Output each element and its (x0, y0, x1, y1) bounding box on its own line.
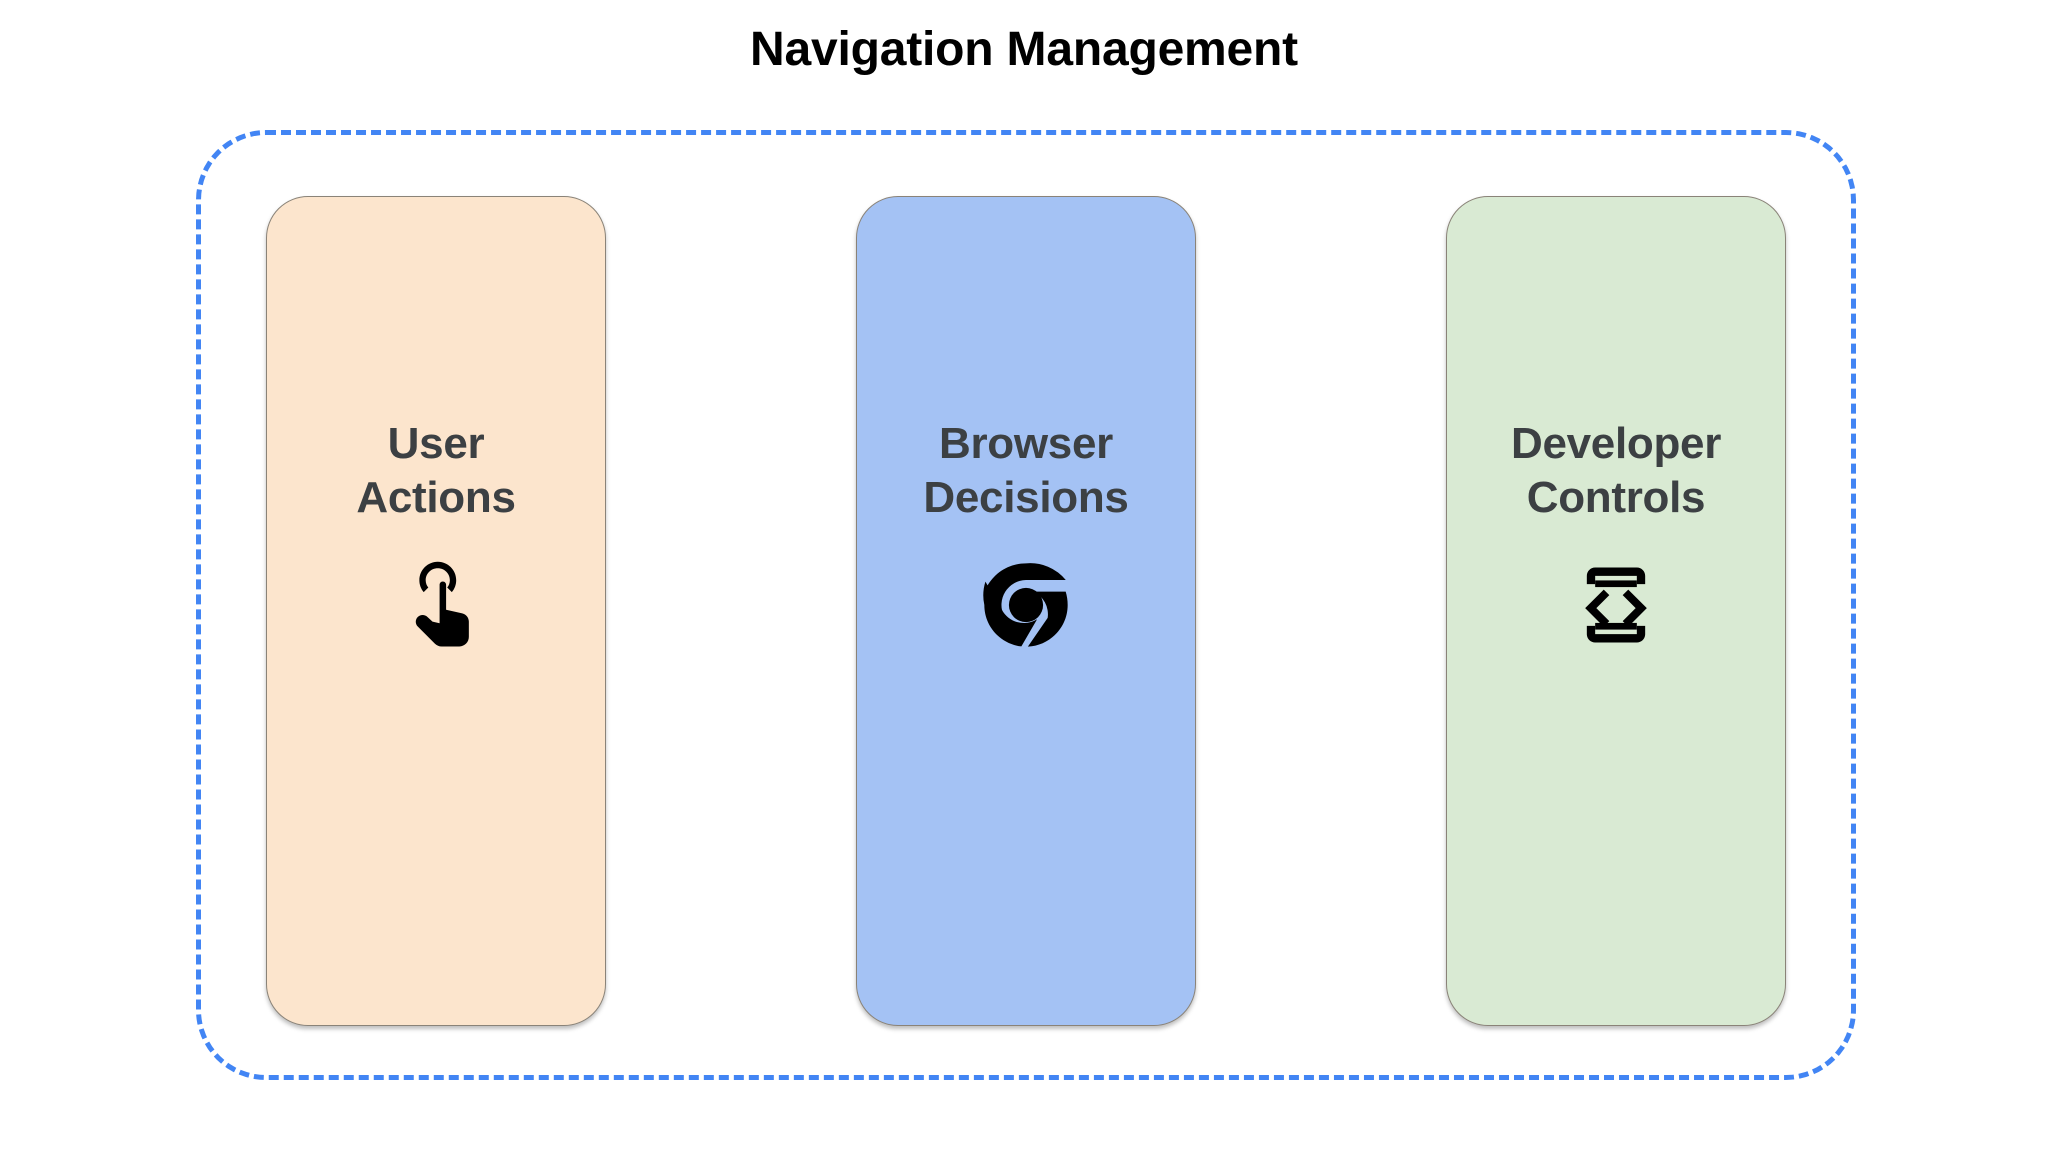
card-browser-decisions[interactable]: Browser Decisions (856, 196, 1196, 1026)
card-browser-decisions-label: Browser Decisions (923, 419, 1129, 522)
developer-mode-icon (1561, 550, 1671, 660)
chrome-icon (971, 550, 1081, 660)
card-user-actions[interactable]: User Actions (266, 196, 606, 1026)
touch-app-icon (381, 550, 491, 660)
page-title: Navigation Management (750, 23, 1298, 76)
card-developer-controls-label: Developer Controls (1510, 419, 1722, 522)
navigation-management-group-border (196, 130, 1856, 1080)
card-developer-controls[interactable]: Developer Controls (1446, 196, 1786, 1026)
card-row: User Actions Browser Decisions (196, 196, 1856, 1026)
card-user-actions-label: User Actions (356, 419, 516, 522)
